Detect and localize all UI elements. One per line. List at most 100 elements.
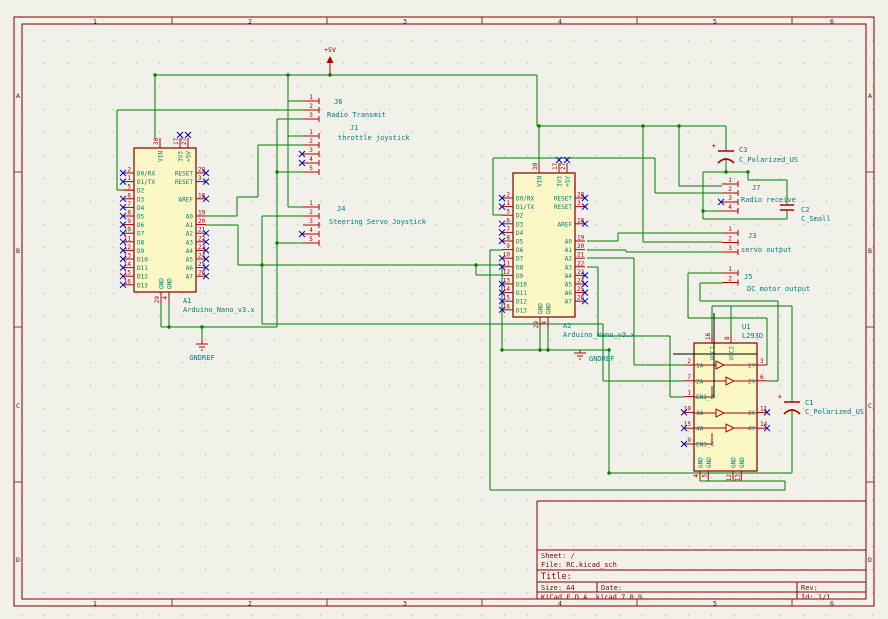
a2-right-pin[interactable]: 20 A1: [565, 243, 585, 254]
j3-pin[interactable]: 3: [722, 245, 739, 255]
a1-left-pin[interactable]: 10 D7: [119, 227, 145, 238]
wire-c3-c2-gnd[interactable]: [702, 158, 788, 220]
u1-bottom-pin[interactable]: GND 13: [734, 457, 746, 481]
j7-pin[interactable]: 3: [717, 195, 739, 206]
a1-left-pin[interactable]: 9 D6: [119, 218, 145, 229]
a2-top-pin[interactable]: 3V3 17: [552, 156, 564, 187]
u1-left-pin[interactable]: 7 2A: [684, 374, 704, 386]
a1-right-pin[interactable]: 26 A7: [186, 270, 210, 281]
j1-pin[interactable]: 1: [303, 129, 320, 139]
a1-left-pin[interactable]: 14 D11: [119, 261, 148, 272]
u1-left-pin[interactable]: 9 EN3_4: [680, 437, 714, 449]
a1-bottom-pin[interactable]: GND 29: [154, 278, 166, 303]
wire-motor-driver[interactable]: [608, 272, 793, 490]
a2-right-pin[interactable]: 3 RESET: [554, 200, 589, 211]
c2-reference[interactable]: C2: [801, 206, 809, 214]
j7-description[interactable]: Radio receive: [741, 196, 796, 204]
c2-value[interactable]: C_Small: [801, 215, 831, 223]
connector-j7[interactable]: 1 2 3 4: [717, 177, 739, 214]
a2-right-pin[interactable]: 23 A4: [565, 269, 589, 280]
a1-left-pin[interactable]: 2 D0/RX: [119, 167, 155, 178]
a2-left-pin[interactable]: 14 D11: [498, 286, 527, 297]
u1-left-pin[interactable]: 10 3A: [680, 405, 704, 417]
j4-description[interactable]: Steering Servo Joystick: [329, 218, 427, 226]
j6-pin[interactable]: 1: [303, 94, 320, 104]
wires[interactable]: [116, 62, 793, 491]
capacitor-c2[interactable]: C2 C_Small: [780, 204, 831, 223]
a2-left-pin[interactable]: 5 D2: [502, 209, 524, 220]
a2-right-pin[interactable]: 28 RESET: [554, 192, 589, 203]
a1-left-pin[interactable]: 12 D9: [119, 244, 145, 255]
a1-value[interactable]: Arduino_Nano_v3.x: [183, 306, 255, 314]
j4-pin[interactable]: 5: [303, 236, 320, 246]
j5-pin[interactable]: 2: [722, 276, 739, 286]
a1-right-pin[interactable]: 22 A3: [186, 235, 210, 246]
j1-pin[interactable]: 3: [298, 147, 320, 158]
c1-reference[interactable]: C1: [805, 399, 813, 407]
c1-value[interactable]: C_Polarized_US: [805, 408, 864, 416]
a2-right-pin[interactable]: 19 A0: [565, 235, 585, 246]
component-arduino-a2[interactable]: A2 Arduino_Nano_v3.x 2 D0/RX 1 D1/TX 5 D…: [498, 156, 635, 339]
u1-top-pin[interactable]: VCC2 8: [724, 333, 736, 360]
j3-pin[interactable]: 1: [722, 226, 739, 236]
gndref-symbol-a1[interactable]: GNDREF: [189, 340, 215, 362]
j7-pin[interactable]: 2: [722, 186, 739, 196]
a2-top-pin[interactable]: VIN 30: [532, 162, 544, 186]
a2-left-pin[interactable]: 10 D7: [498, 252, 524, 263]
a2-bottom-pin[interactable]: GND 29: [533, 303, 545, 328]
wire-a1-a1-gnd-run[interactable]: [206, 215, 785, 491]
u1-value[interactable]: L293D: [742, 332, 763, 340]
a2-left-pin[interactable]: 9 D6: [502, 243, 524, 254]
a2-left-pin[interactable]: 7 D4: [498, 226, 524, 237]
j1-pin[interactable]: 2: [303, 138, 320, 148]
a1-bottom-pin[interactable]: GND 4: [162, 278, 174, 303]
a2-left-pin[interactable]: 12 D9: [502, 269, 524, 280]
a2-left-pin[interactable]: 15 D12: [498, 295, 527, 306]
j3-description[interactable]: servo output: [741, 246, 792, 254]
j6-pin[interactable]: 2: [303, 103, 320, 113]
j4-pin[interactable]: 2: [303, 209, 320, 219]
a2-reference[interactable]: A2: [563, 322, 571, 330]
j1-pin[interactable]: 4: [298, 156, 320, 167]
a1-left-pin[interactable]: 1 D1/TX: [119, 175, 155, 186]
a1-left-pin[interactable]: 15 D12: [119, 270, 148, 281]
capacitor-c3[interactable]: + C3 C_Polarized_US: [712, 142, 798, 164]
a1-left-pin[interactable]: 8 D5: [119, 210, 145, 221]
a1-left-pin[interactable]: 6 D3: [119, 192, 145, 203]
j1-description[interactable]: throttle joystick: [338, 134, 410, 142]
j7-reference[interactable]: J7: [752, 184, 760, 192]
connector-j4[interactable]: 1 2 3 4 5: [298, 200, 320, 246]
u1-left-pin[interactable]: 15 4A: [680, 421, 704, 433]
u1-right-pin[interactable]: 6 2Y: [748, 374, 767, 386]
a2-value[interactable]: Arduino_Nano_v3.x: [563, 331, 635, 339]
a1-right-pin[interactable]: 19 A0: [186, 210, 206, 221]
a1-left-pin[interactable]: 16 D13: [119, 278, 148, 289]
a1-right-pin[interactable]: 28 RESET: [175, 167, 210, 178]
j6-reference[interactable]: J6: [334, 98, 342, 106]
j5-description[interactable]: DC motor output: [747, 285, 810, 293]
a2-left-pin[interactable]: 11 D8: [498, 260, 524, 271]
u1-bottom-pin[interactable]: GND 4: [693, 457, 705, 481]
a1-top-pin[interactable]: 3V3 17: [173, 131, 185, 162]
a2-left-pin[interactable]: 16 D13: [498, 303, 527, 314]
u1-bottom-pin[interactable]: GND 12: [726, 457, 738, 481]
capacitor-c1[interactable]: + C1 C_Polarized_US: [778, 393, 864, 416]
a2-left-pin[interactable]: 2 D0/RX: [498, 192, 534, 203]
gndref-symbol-a2[interactable]: GNDREF: [574, 350, 614, 363]
u1-left-pin[interactable]: 2 1A: [684, 358, 704, 370]
wire-power-bus[interactable]: [154, 62, 727, 243]
u1-top-pin[interactable]: VCC1 16: [705, 332, 717, 360]
c3-value[interactable]: C_Polarized_US: [739, 156, 798, 164]
u1-bottom-pin[interactable]: GND 5: [701, 457, 713, 481]
a2-left-pin[interactable]: 1 D1/TX: [498, 200, 534, 211]
j5-reference[interactable]: J5: [744, 273, 752, 281]
connector-j3[interactable]: 1 2 3: [722, 226, 739, 255]
a1-right-pin[interactable]: 3 RESET: [175, 175, 210, 186]
j4-pin[interactable]: 3: [303, 218, 320, 228]
a2-right-pin[interactable]: 25 A6: [565, 286, 589, 297]
a2-left-pin[interactable]: 13 D10: [498, 278, 527, 289]
j3-reference[interactable]: J3: [748, 232, 756, 240]
a1-right-pin[interactable]: 25 A6: [186, 261, 210, 272]
a2-right-pin[interactable]: 24 A5: [565, 278, 589, 289]
